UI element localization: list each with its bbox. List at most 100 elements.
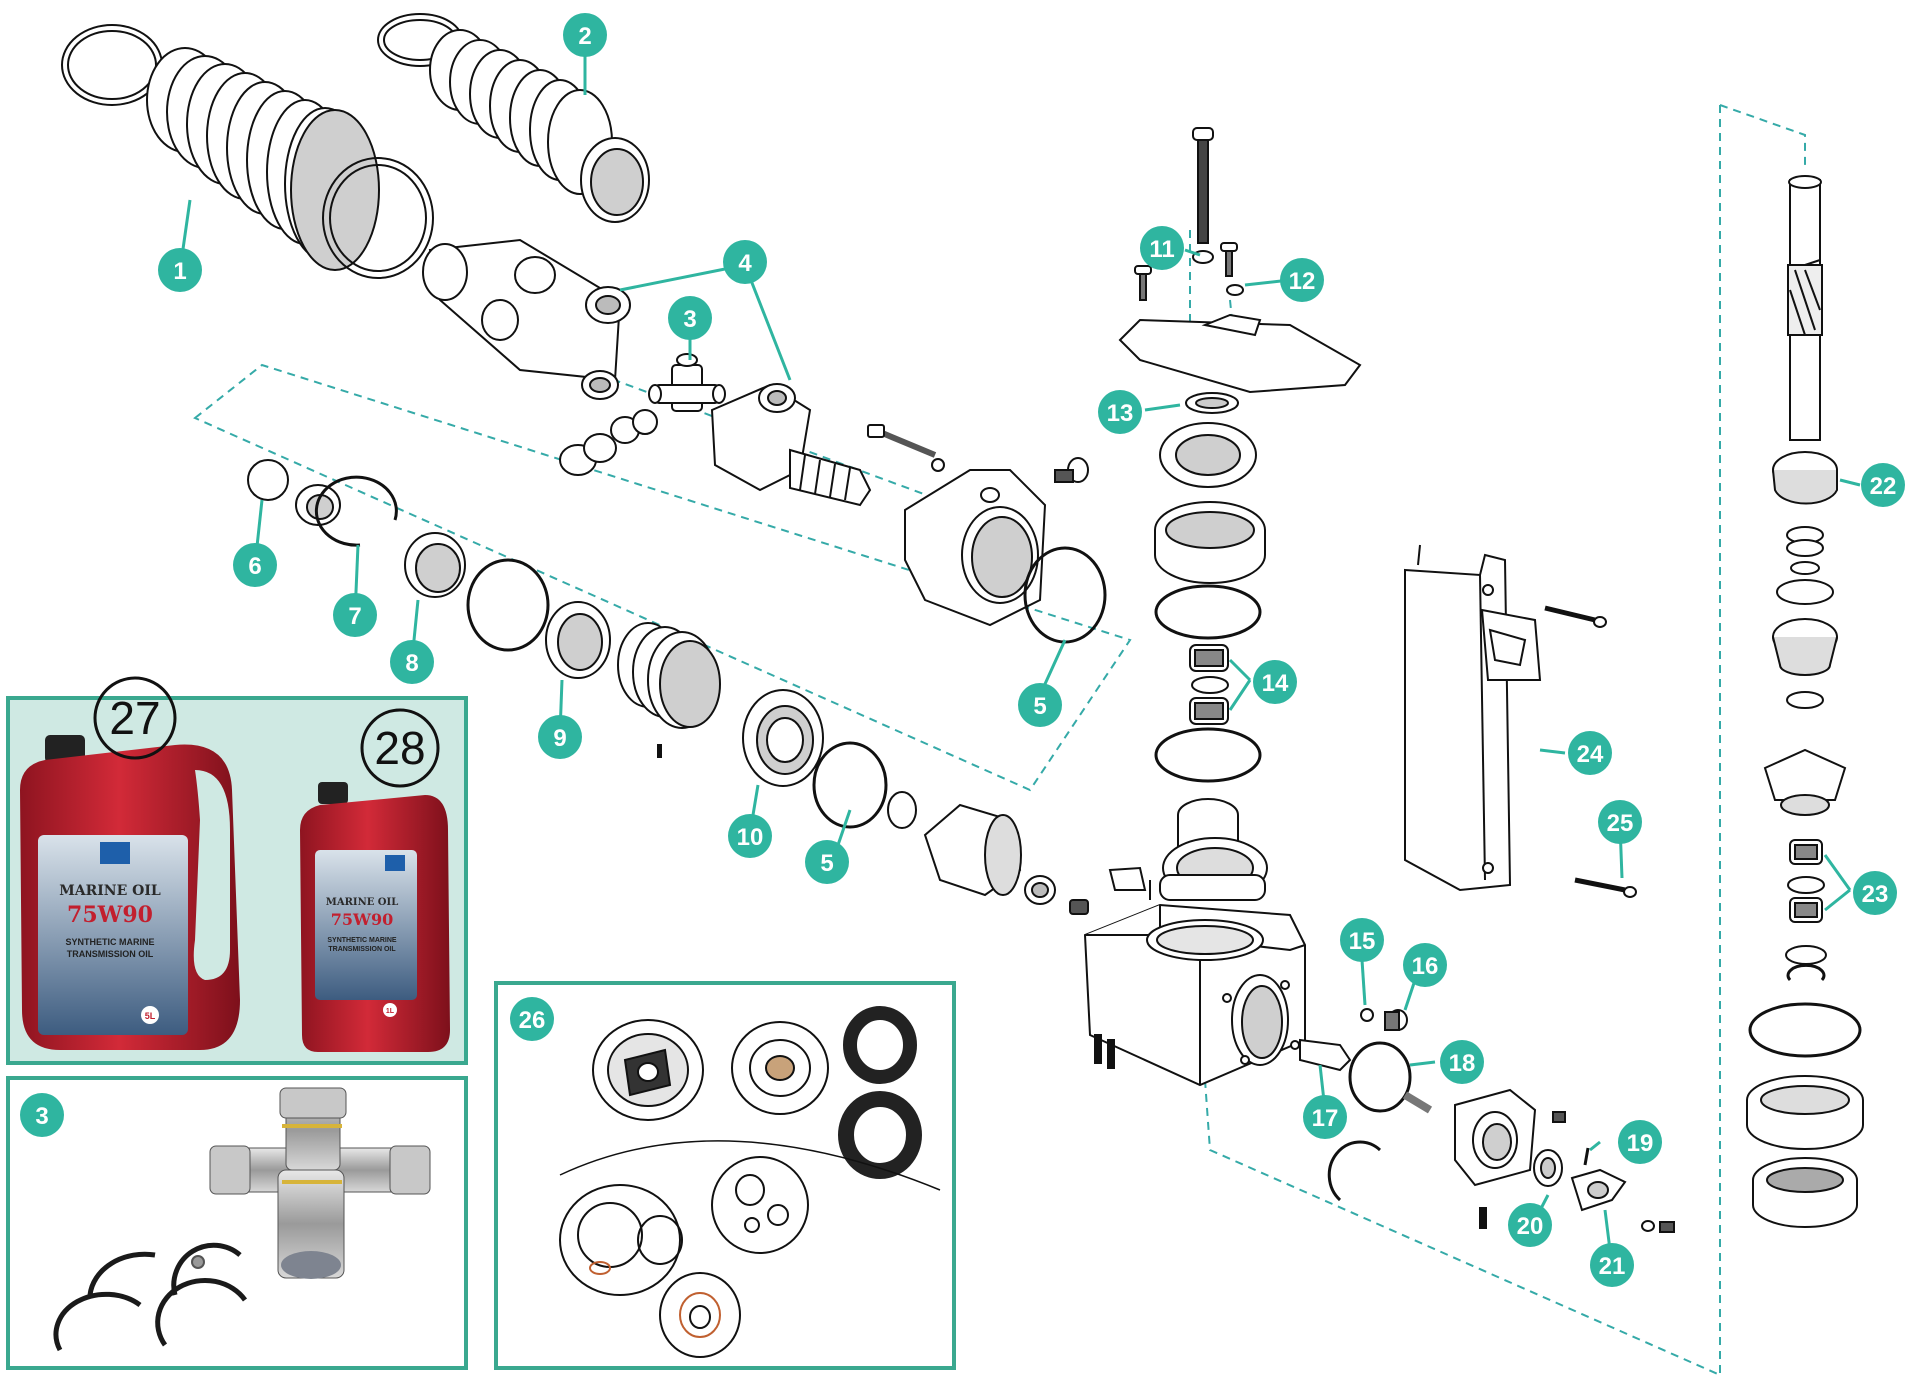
callout-10: 10 bbox=[728, 814, 772, 858]
seal-kit-panel: 26 bbox=[494, 981, 956, 1370]
needle-bearing-caps bbox=[559, 409, 658, 476]
callout-8: 8 bbox=[390, 640, 434, 684]
svg-text:14: 14 bbox=[1262, 670, 1289, 697]
callout-5-top: 5 bbox=[1018, 683, 1062, 727]
svg-text:TRANSMISSION OIL: TRANSMISSION OIL bbox=[328, 946, 396, 953]
circlip bbox=[1327, 1140, 1382, 1202]
svg-text:25: 25 bbox=[1607, 810, 1634, 837]
callout-16: 16 bbox=[1403, 943, 1447, 987]
yoke-splined-shaft bbox=[710, 383, 872, 507]
bearing-row bbox=[247, 459, 917, 829]
svg-text:26: 26 bbox=[519, 1007, 546, 1034]
callout-3: 3 bbox=[668, 296, 712, 340]
callout-26: 26 bbox=[510, 997, 554, 1041]
label-28: 28 bbox=[360, 708, 440, 788]
svg-text:MARINE OIL: MARINE OIL bbox=[59, 883, 161, 899]
svg-text:1: 1 bbox=[173, 258, 186, 285]
svg-text:75W90: 75W90 bbox=[67, 902, 153, 928]
svg-text:20: 20 bbox=[1517, 1213, 1544, 1240]
housing-side-parts bbox=[1299, 1008, 1433, 1202]
u-joint-photo bbox=[209, 1087, 431, 1279]
callout-1: 1 bbox=[158, 248, 202, 292]
callout-25: 25 bbox=[1598, 800, 1642, 844]
svg-text:5L: 5L bbox=[145, 1011, 156, 1021]
svg-text:5: 5 bbox=[820, 850, 833, 877]
bellows-2 bbox=[377, 13, 650, 223]
svg-text:9: 9 bbox=[553, 725, 566, 752]
o-ring bbox=[1154, 727, 1262, 783]
svg-text:4: 4 bbox=[738, 250, 752, 277]
svg-text:27: 27 bbox=[109, 692, 160, 744]
callout-24: 24 bbox=[1568, 731, 1612, 775]
callout-11: 11 bbox=[1140, 226, 1184, 270]
svg-text:13: 13 bbox=[1107, 400, 1134, 427]
callout-6: 6 bbox=[233, 543, 277, 587]
skeg-plate bbox=[1404, 544, 1637, 898]
svg-text:10: 10 bbox=[737, 824, 764, 851]
svg-text:6: 6 bbox=[248, 553, 261, 580]
label-27: 27 bbox=[93, 676, 177, 760]
o-ring bbox=[1348, 1041, 1412, 1113]
callout-21: 21 bbox=[1590, 1243, 1634, 1287]
oil-panel: MARINE OIL 75W90 SYNTHETIC MARINE TRANSM… bbox=[6, 676, 468, 1065]
o-ring bbox=[1748, 1002, 1862, 1058]
guide-line-bearing-group bbox=[193, 363, 1132, 792]
svg-text:TRANSMISSION OIL: TRANSMISSION OIL bbox=[67, 949, 154, 959]
vertical-shaft-stack bbox=[1746, 175, 1864, 1228]
callout-badges: 1 2 3 4 5 5 6 7 8 9 10 11 12 13 14 15 16… bbox=[158, 13, 1905, 1287]
svg-text:22: 22 bbox=[1870, 473, 1897, 500]
bolt bbox=[867, 424, 1089, 483]
large-oil-bottle: MARINE OIL 75W90 SYNTHETIC MARINE TRANSM… bbox=[20, 735, 240, 1050]
svg-text:75W90: 75W90 bbox=[331, 910, 394, 929]
callout-22: 22 bbox=[1861, 463, 1905, 507]
svg-text:23: 23 bbox=[1862, 881, 1889, 908]
callout-18: 18 bbox=[1440, 1040, 1484, 1084]
circlip-7 bbox=[314, 475, 398, 547]
callout-19: 19 bbox=[1618, 1120, 1662, 1164]
top-cover-assembly bbox=[1108, 127, 1362, 901]
svg-text:21: 21 bbox=[1599, 1253, 1626, 1280]
svg-text:15: 15 bbox=[1349, 928, 1376, 955]
bellows-1 bbox=[61, 24, 434, 279]
guide-lines bbox=[193, 104, 1806, 1376]
small-oil-bottle: MARINE OIL 75W90 SYNTHETIC MARINE TRANSM… bbox=[300, 782, 450, 1052]
svg-text:18: 18 bbox=[1449, 1050, 1476, 1077]
svg-text:MARINE OIL: MARINE OIL bbox=[326, 897, 398, 908]
pinion-gear bbox=[923, 803, 1089, 915]
seal-kit-rings bbox=[559, 1006, 941, 1358]
svg-text:SYNTHETIC MARINE: SYNTHETIC MARINE bbox=[65, 937, 154, 947]
callout-9: 9 bbox=[538, 715, 582, 759]
side-cover-assembly bbox=[1454, 1088, 1675, 1233]
universal-joint-cross bbox=[648, 353, 726, 412]
shim bbox=[887, 791, 917, 829]
callout-5-bottom: 5 bbox=[805, 840, 849, 884]
svg-text:3: 3 bbox=[683, 306, 696, 333]
bell-housing bbox=[904, 469, 1047, 627]
svg-text:1L: 1L bbox=[386, 1008, 395, 1015]
svg-text:24: 24 bbox=[1577, 741, 1604, 768]
svg-text:12: 12 bbox=[1289, 268, 1316, 295]
svg-text:SYNTHETIC MARINE: SYNTHETIC MARINE bbox=[327, 937, 397, 944]
svg-text:3: 3 bbox=[35, 1103, 48, 1130]
svg-text:19: 19 bbox=[1627, 1130, 1654, 1157]
svg-text:7: 7 bbox=[348, 603, 361, 630]
callout-3-panel: 3 bbox=[20, 1093, 64, 1137]
u-joint-panel: 3 bbox=[6, 1076, 468, 1370]
svg-text:11: 11 bbox=[1149, 236, 1174, 263]
svg-text:2: 2 bbox=[578, 23, 591, 50]
callout-23: 23 bbox=[1853, 871, 1897, 915]
o-ring bbox=[1154, 584, 1262, 640]
hose-clamp bbox=[322, 157, 434, 279]
o-ring bbox=[812, 741, 888, 829]
drive-shaft-yoke bbox=[422, 238, 631, 400]
svg-text:5: 5 bbox=[1033, 693, 1046, 720]
o-ring-large bbox=[466, 558, 550, 652]
callout-20: 20 bbox=[1508, 1203, 1552, 1247]
circlips bbox=[53, 1242, 248, 1352]
callout-15: 15 bbox=[1340, 918, 1384, 962]
svg-text:28: 28 bbox=[374, 722, 425, 774]
callout-13: 13 bbox=[1098, 390, 1142, 434]
gear-housing bbox=[1083, 880, 1306, 1087]
bellows-cup bbox=[617, 622, 721, 758]
